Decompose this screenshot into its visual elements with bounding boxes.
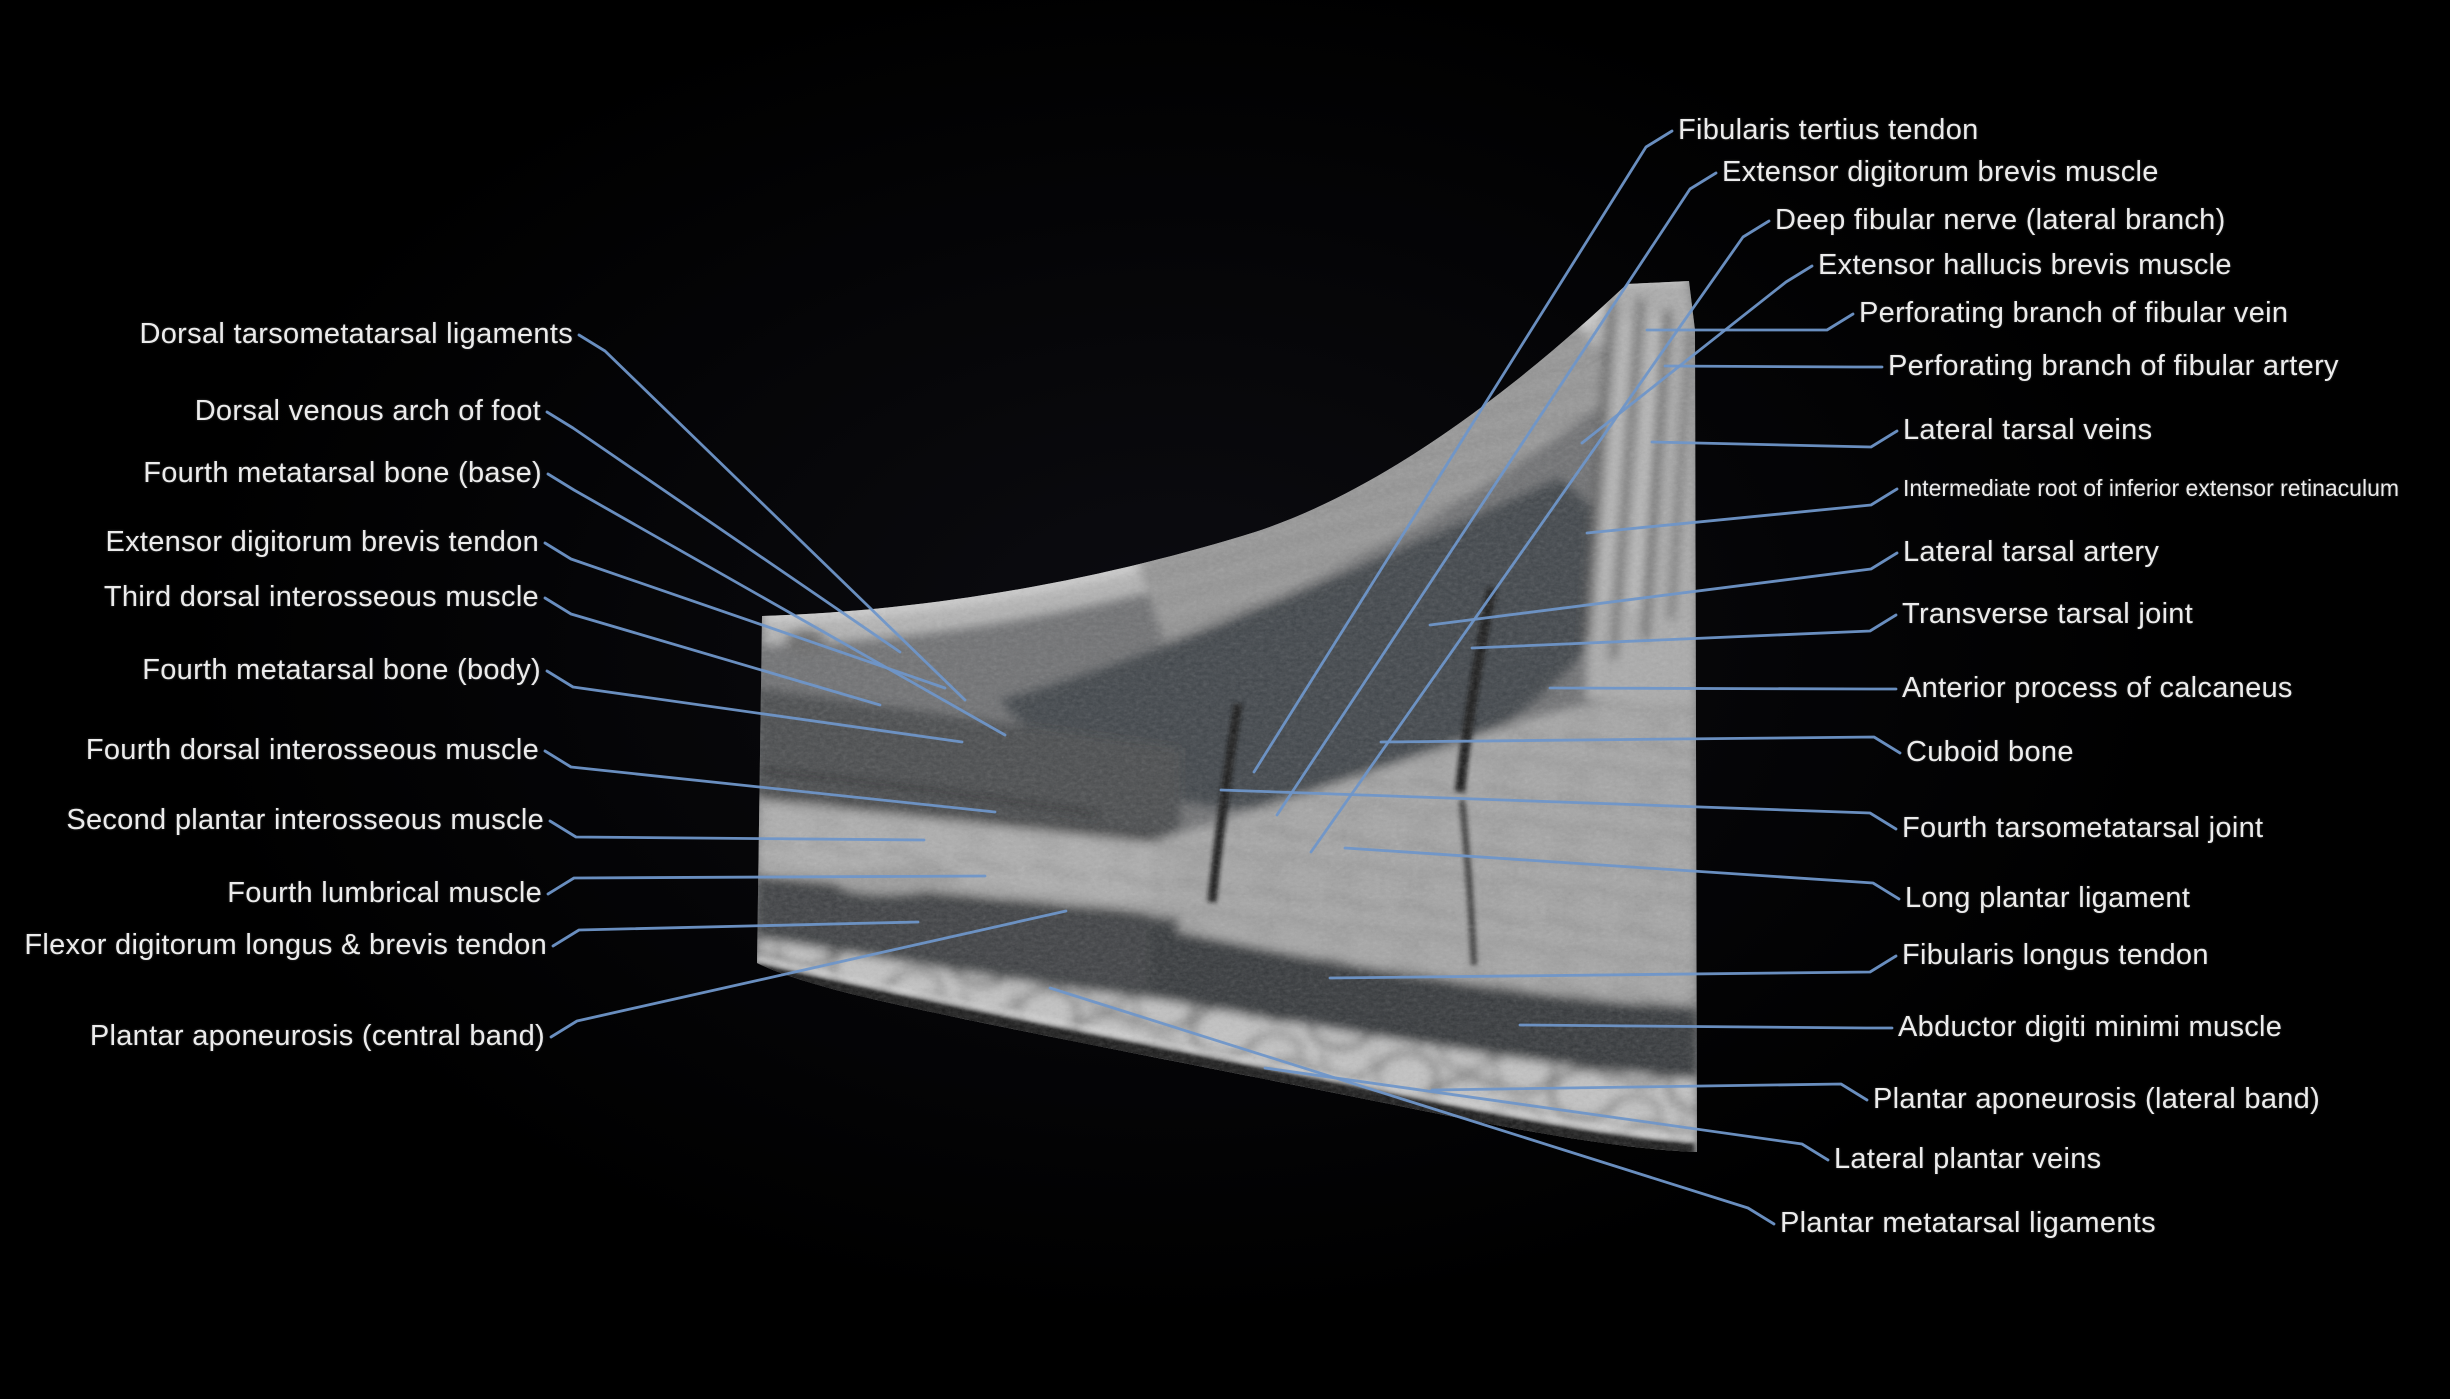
anatomy-label: Third dorsal interosseous muscle [103,580,539,613]
anatomy-label: Fourth lumbrical muscle [227,876,542,909]
anatomy-label: Cuboid bone [1906,735,2074,768]
anatomy-label: Second plantar interosseous muscle [66,803,544,836]
anatomy-label: Extensor digitorum brevis muscle [1722,155,2159,188]
anatomy-label: Flexor digitorum longus & brevis tendon [24,928,547,961]
anatomy-label: Extensor digitorum brevis tendon [105,525,539,558]
anatomy-label: Plantar aponeurosis (central band) [89,1019,545,1052]
anatomy-label: Dorsal venous arch of foot [194,394,541,427]
anatomy-label: Lateral tarsal artery [1903,535,2160,568]
anatomy-label: Fourth metatarsal bone (body) [142,653,541,686]
anatomy-label: Anterior process of calcaneus [1902,671,2293,704]
anatomy-label: Fourth tarsometatarsal joint [1902,811,2264,844]
anatomy-label: Fourth dorsal interosseous muscle [85,733,539,766]
anatomy-label: Plantar aponeurosis (lateral band) [1873,1082,2321,1115]
anatomy-label: Transverse tarsal joint [1902,597,2194,630]
anatomy-label: Extensor hallucis brevis muscle [1818,248,2232,281]
anatomy-label: Lateral tarsal veins [1903,413,2153,446]
anatomy-label: Abductor digiti minimi muscle [1898,1010,2283,1043]
anatomy-label: Lateral plantar veins [1834,1142,2102,1175]
anatomy-label: Intermediate root of inferior extensor r… [1903,475,2400,502]
anatomy-label: Dorsal tarsometatarsal ligaments [139,317,573,350]
anatomy-label: Perforating branch of fibular artery [1888,349,2339,382]
anatomy-label: Plantar metatarsal ligaments [1780,1206,2156,1239]
anatomy-label: Perforating branch of fibular vein [1859,296,2289,329]
anatomy-label: Fibularis longus tendon [1902,938,2209,971]
anatomy-label: Fibularis tertius tendon [1678,113,1979,146]
anatomy-label: Fourth metatarsal bone (base) [143,456,542,489]
anatomy-label: Deep fibular nerve (lateral branch) [1775,203,2226,236]
anatomy-label: Long plantar ligament [1905,881,2191,914]
